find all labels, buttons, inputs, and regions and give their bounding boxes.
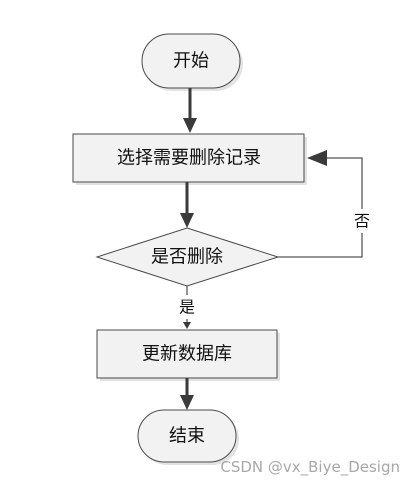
edge-decision-yes: 是 — [176, 286, 198, 329]
arrow-head — [183, 118, 197, 133]
arrow-head — [307, 150, 327, 166]
edge-select-to-decision — [180, 182, 194, 228]
decision-label: 是否删除 — [151, 247, 223, 268]
decision-node: 是否删除 — [95, 227, 280, 287]
select-record-label: 选择需要删除记录 — [117, 148, 261, 169]
start-node: 开始 — [141, 33, 243, 91]
end-node-label: 结束 — [169, 426, 205, 447]
update-database-label: 更新数据库 — [142, 344, 232, 365]
arrow-head — [180, 395, 194, 410]
arrow-head — [183, 322, 191, 329]
start-node-label: 开始 — [173, 51, 209, 72]
end-node: 结束 — [137, 409, 239, 465]
edge-start-to-select — [183, 88, 197, 133]
yes-label: 是 — [179, 298, 195, 317]
no-label: 否 — [354, 212, 370, 231]
edge-decision-no: 否 — [278, 150, 373, 258]
select-record-node: 选择需要删除记录 — [72, 133, 307, 185]
update-database-node: 更新数据库 — [96, 329, 280, 381]
edge-update-to-end — [180, 378, 194, 410]
arrow-head — [180, 213, 194, 228]
watermark: CSDN @vx_Biye_Design — [220, 458, 400, 477]
